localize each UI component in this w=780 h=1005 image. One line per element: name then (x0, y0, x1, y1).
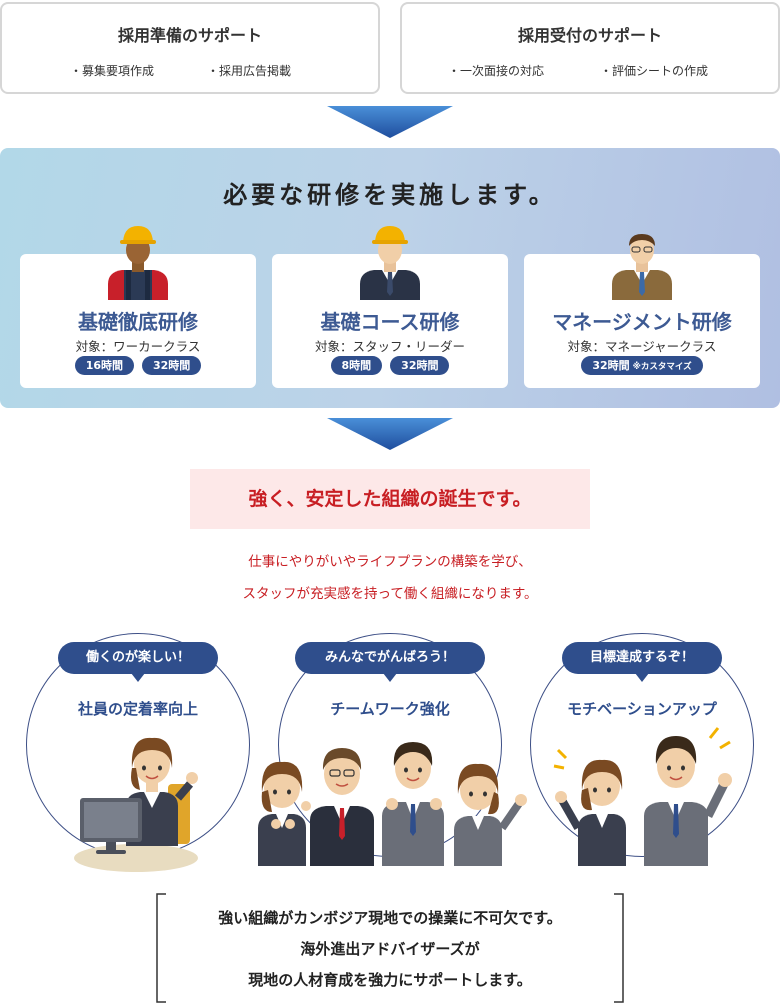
worker-figure-icon (108, 226, 168, 300)
course-target: 対象：スタッフ・リーダー (314, 339, 465, 354)
hours-badge: 8時間 (330, 356, 383, 375)
reception-support-box: 採用受付のサポート ・一次面接の対応 ・評価シートの作成 (400, 2, 780, 94)
hours-badge: 16時間 (74, 356, 134, 375)
result-line-1: 仕事にやりがいやライフプランの構築を学び、 (248, 554, 532, 570)
hours-badge: 32時間 (142, 356, 202, 375)
course-card-staff: 基礎コース研修 対象：スタッフ・リーダー 8時間 32時間 (272, 254, 508, 388)
speech-bubble: みんなでがんばろう！ (295, 642, 485, 682)
prep-support-box: 採用準備のサポート ・募集要項作成 ・採用広告掲載 (0, 2, 380, 94)
down-arrow-icon (327, 106, 453, 138)
training-title: 必要な研修を実施します。 (223, 181, 557, 209)
prep-support-title: 採用準備のサポート (117, 26, 262, 45)
closing-line-2: 海外進出アドバイザーズが (300, 940, 480, 958)
bracket-frame (156, 893, 624, 1003)
result-line-2: スタッフが充実感を持って働く組織になります。 (242, 586, 538, 602)
closing-line-1: 強い組織がカンボジア現地での操業に不可欠です。 (218, 909, 562, 927)
closing-message: 強い組織がカンボジア現地での操業に不可欠です。 海外進出アドバイザーズが 現地の… (156, 893, 624, 1003)
team-illustration (258, 742, 527, 866)
office-worker-illustration (74, 737, 198, 872)
reception-item-2: ・評価シートの作成 (600, 64, 709, 78)
manager-figure-icon (612, 234, 672, 300)
hours-badge: 32時間 (390, 356, 450, 375)
staff-figure-icon (360, 226, 420, 300)
customize-note: ※カスタマイズ (632, 362, 692, 372)
effect-title: チームワーク強化 (330, 700, 450, 718)
reception-support-title: 採用受付のサポート (517, 26, 662, 45)
reception-item-1: ・一次面接の対応 (448, 64, 545, 78)
prep-item-2: ・採用広告掲載 (207, 64, 292, 78)
motivated-pair-illustration (553, 727, 732, 866)
course-target: 対象：マネージャークラス (567, 339, 717, 354)
hours-badge: 32時間※カスタマイズ (581, 356, 703, 375)
course-target: 対象：ワーカークラス (75, 339, 201, 354)
result-headline-box: 強く、安定した組織の誕生です。 (190, 469, 590, 529)
result-headline: 強く、安定した組織の誕生です。 (248, 488, 532, 510)
speech-bubble: 目標達成するぞ！ (562, 642, 722, 682)
course-name: 基礎徹底研修 (78, 310, 198, 334)
course-name: マネージメント研修 (552, 310, 732, 334)
speech-bubble: 働くのが楽しい！ (58, 642, 218, 682)
effect-title: 社員の定着率向上 (77, 700, 198, 718)
course-name: 基礎コース研修 (320, 310, 460, 334)
down-arrow-icon (327, 418, 453, 450)
effect-title: モチベーションアップ (567, 700, 717, 718)
prep-item-1: ・募集要項作成 (70, 64, 155, 78)
closing-line-3: 現地の人材育成を強力にサポートします。 (248, 971, 532, 989)
